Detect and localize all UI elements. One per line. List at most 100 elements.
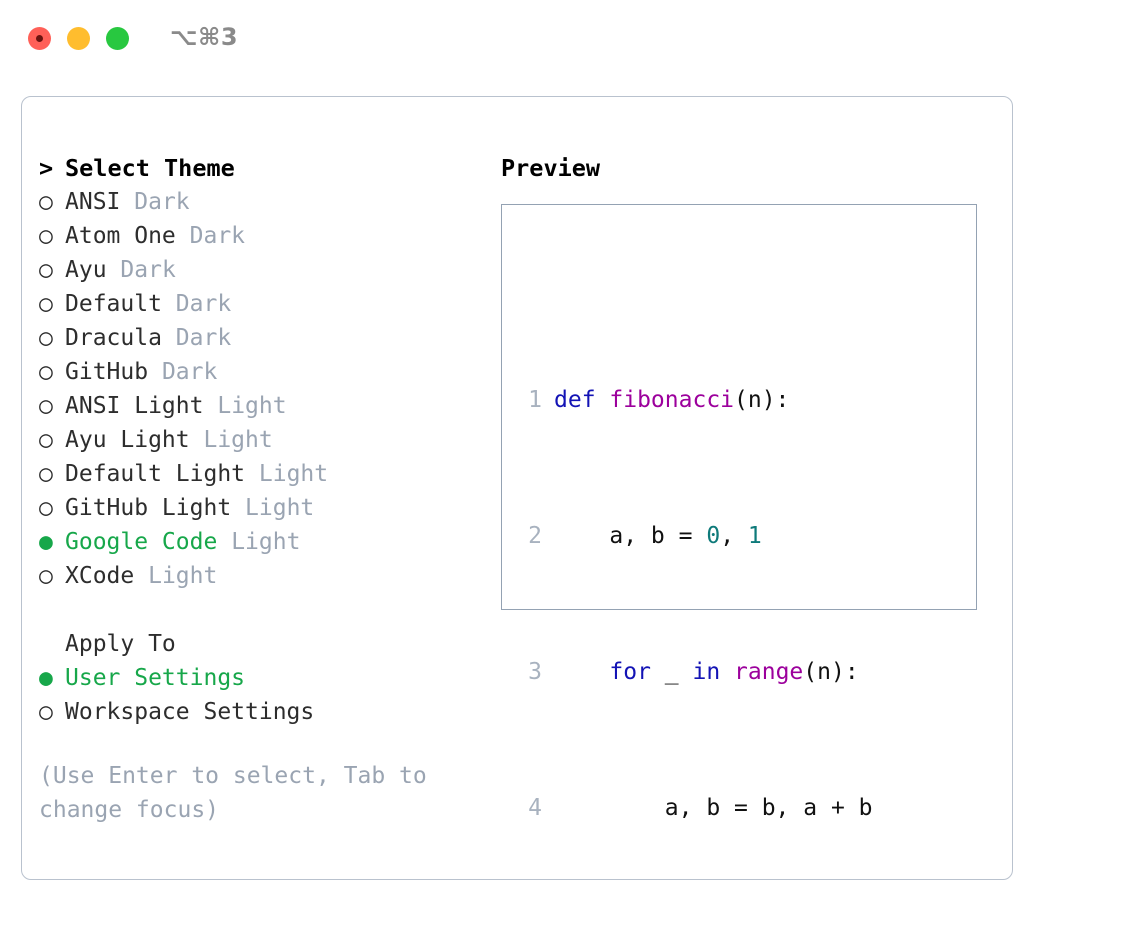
code-line: 2 a, b = 0, 1 [518, 519, 886, 553]
radio-icon[interactable]: ○ [39, 359, 53, 385]
preview-column: Preview [501, 151, 991, 185]
code-token: def [554, 387, 610, 413]
caret-icon: > [39, 154, 54, 182]
code-token: , [720, 523, 748, 549]
theme-list-item[interactable]: ○ Default Dark [39, 287, 489, 321]
title-bar: ⌥⌘3 [0, 0, 1140, 78]
theme-variant: Light [203, 427, 273, 453]
theme-name: Default [65, 291, 162, 317]
radio-icon[interactable]: ○ [39, 325, 53, 351]
code-token: return [609, 931, 692, 934]
code-token: a [692, 931, 720, 934]
traffic-light-group [28, 27, 129, 50]
theme-name: XCode [65, 563, 135, 589]
code-token: in [692, 659, 721, 685]
code-line: 1 def fibonacci(n): [518, 383, 886, 417]
apply-to-heading-label: Apply To [65, 631, 176, 657]
apply-to-heading: Apply To [39, 627, 489, 661]
theme-variant: Light [258, 461, 329, 487]
theme-name: Ayu [65, 257, 107, 283]
theme-name: Atom One [65, 223, 176, 249]
radio-icon[interactable]: ○ [39, 427, 53, 453]
code-token: fibonacci [609, 387, 735, 413]
code-token: range [734, 659, 804, 685]
theme-variant: Light [245, 495, 315, 521]
theme-list-item[interactable]: ○ Ayu Dark [39, 253, 489, 287]
code-token: a, b = b, a + b [554, 795, 873, 821]
main-panel: >Select Theme ○ ANSI Dark ○ Atom One Dark … [21, 96, 1013, 934]
code-line: 5 return a [518, 927, 886, 934]
theme-name: ANSI [65, 189, 121, 215]
code-line: 3 for _ in range(n): [518, 655, 886, 689]
theme-variant: Dark [175, 325, 232, 351]
theme-list-item[interactable]: ○ GitHub Dark [39, 355, 489, 389]
line-number: 2 [528, 523, 542, 549]
maximize-button-icon[interactable] [106, 27, 129, 50]
code-token: 1 [747, 523, 762, 549]
radio-icon[interactable]: ○ [39, 495, 53, 521]
radio-icon[interactable]: ○ [39, 699, 53, 725]
radio-icon[interactable]: ○ [39, 461, 53, 487]
theme-name: Google Code [65, 529, 218, 555]
theme-list-item[interactable]: ○ XCode Light [39, 559, 489, 593]
radio-icon[interactable]: ○ [39, 563, 53, 589]
theme-name: GitHub Light [65, 495, 232, 521]
radio-icon[interactable]: ○ [39, 223, 53, 249]
theme-selection-column: >Select Theme ○ ANSI Dark ○ Atom One Dark … [39, 151, 489, 729]
theme-name: GitHub [65, 359, 149, 385]
theme-list-item[interactable]: ○ Atom One Dark [39, 219, 489, 253]
window-title: ⌥⌘3 [170, 23, 239, 51]
theme-list-item[interactable]: ○ GitHub Light Light [39, 491, 489, 525]
theme-variant: Dark [120, 257, 176, 283]
line-number: 4 [528, 795, 542, 821]
line-number: 1 [528, 387, 542, 413]
apply-to-list[interactable]: ● User Settings ○ Workspace Settings [39, 661, 489, 729]
apply-to-item-selected[interactable]: ● User Settings [39, 661, 489, 695]
code-token [720, 659, 734, 685]
line-number: 5 [518, 927, 542, 934]
code-token: a, b = [554, 523, 707, 549]
theme-variant: Light [217, 393, 287, 419]
theme-variant: Dark [134, 189, 190, 215]
code-token: 0 [706, 523, 721, 549]
theme-list-item[interactable]: ○ Dracula Dark [39, 321, 489, 355]
theme-name: Dracula [65, 325, 162, 351]
radio-icon[interactable]: ○ [39, 189, 53, 215]
code-token: (n): [734, 387, 790, 413]
theme-list-item[interactable]: ○ ANSI Light Light [39, 389, 489, 423]
theme-variant: Dark [189, 223, 246, 249]
theme-list-item[interactable]: ○ Default Light Light [39, 457, 489, 491]
theme-variant: Dark [175, 291, 232, 317]
theme-name: ANSI Light [65, 393, 204, 419]
theme-variant: Light [148, 563, 218, 589]
close-button-icon[interactable] [28, 27, 51, 50]
code-token: for [609, 659, 651, 685]
apply-to-label: Workspace Settings [65, 699, 315, 725]
radio-icon-selected[interactable]: ● [39, 529, 53, 555]
theme-list[interactable]: ○ ANSI Dark ○ Atom One Dark ○ Ayu Dark ○ Def… [39, 185, 489, 593]
theme-variant: Light [231, 529, 301, 555]
theme-list-item-selected[interactable]: ● Google Code Light [39, 525, 489, 559]
theme-name: Ayu Light [65, 427, 190, 453]
apply-to-label: User Settings [65, 665, 246, 691]
section-gap [39, 593, 489, 627]
code-token: (n): [803, 659, 859, 685]
keyboard-hint-text: (Use Enter to select, Tab to change focu… [39, 763, 427, 823]
code-token: _ [650, 659, 693, 685]
code-token [554, 659, 609, 685]
radio-icon[interactable]: ○ [39, 393, 53, 419]
radio-icon-selected[interactable]: ● [39, 665, 53, 691]
theme-list-item[interactable]: ○ ANSI Dark [39, 185, 489, 219]
theme-variant: Dark [161, 359, 218, 385]
theme-name: Default Light [65, 461, 246, 487]
code-line: 4 a, b = b, a + b [518, 791, 886, 825]
select-theme-heading: >Select Theme [39, 151, 489, 185]
minimize-button-icon[interactable] [67, 27, 90, 50]
radio-icon[interactable]: ○ [39, 257, 53, 283]
radio-icon[interactable]: ○ [39, 291, 53, 317]
theme-list-item[interactable]: ○ Ayu Light Light [39, 423, 489, 457]
apply-to-item[interactable]: ○ Workspace Settings [39, 695, 489, 729]
